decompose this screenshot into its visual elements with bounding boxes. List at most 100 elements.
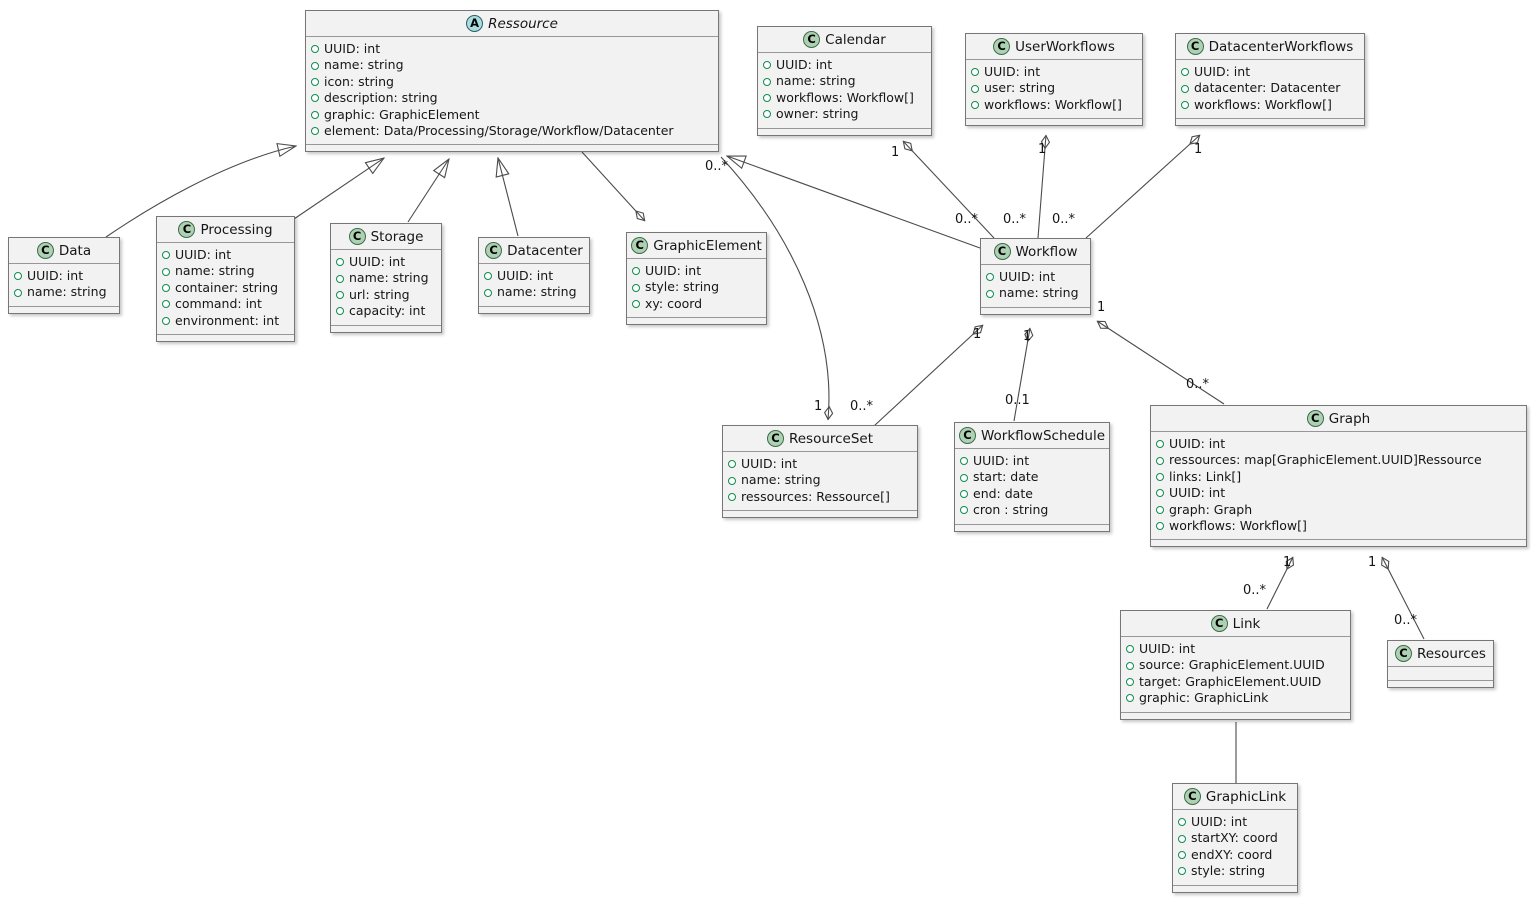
class-attribute: workflows: Workflow[] xyxy=(763,90,924,106)
class-attribute: name: string xyxy=(728,472,910,488)
class-icon: C xyxy=(993,243,1011,260)
class-icon: C xyxy=(485,242,503,259)
class-attribute: container: string xyxy=(162,280,287,296)
class-methods-compartment xyxy=(723,510,917,517)
multiplicity-label: 0..1 xyxy=(1005,393,1030,408)
class-attribute: UUID: int xyxy=(763,57,924,73)
multiplicity-label: 1 xyxy=(1097,300,1106,315)
class-graphiclink: C GraphicLink UUID: int startXY: coord e… xyxy=(1172,783,1298,893)
class-title: C WorkflowSchedule xyxy=(955,423,1109,448)
class-attribute: UUID: int xyxy=(960,453,1102,469)
class-attributes: UUID: int name: string xyxy=(9,263,119,306)
class-name: GraphicElement xyxy=(653,237,762,254)
class-name: Storage xyxy=(370,228,424,245)
field-visibility-icon xyxy=(960,457,968,466)
class-attribute: xy: coord xyxy=(632,296,759,312)
class-attribute: icon: string xyxy=(311,74,711,90)
class-title: C Datacenter xyxy=(479,238,589,263)
field-visibility-icon xyxy=(728,476,736,485)
class-icon: C xyxy=(631,237,649,254)
field-visibility-icon xyxy=(1156,522,1164,531)
class-attribute: graphic: GraphicLink xyxy=(1126,690,1343,706)
field-visibility-icon xyxy=(971,68,979,77)
class-methods-compartment xyxy=(966,118,1142,125)
field-visibility-icon xyxy=(960,506,968,515)
field-visibility-icon xyxy=(1126,661,1134,670)
field-visibility-icon xyxy=(484,272,492,281)
field-visibility-icon xyxy=(1156,489,1164,498)
class-attribute: startXY: coord xyxy=(1178,830,1290,846)
field-visibility-icon xyxy=(162,267,170,276)
multiplicity-label: 0..* xyxy=(1052,212,1076,227)
class-attribute: UUID: int xyxy=(1156,485,1519,501)
class-attribute: style: string xyxy=(632,279,759,295)
class-icon: C xyxy=(958,427,976,444)
class-attributes: UUID: int startXY: coord endXY: coord st… xyxy=(1173,809,1297,885)
class-attributes: UUID: int start: date end: date cron : s… xyxy=(955,448,1109,524)
multiplicity-label: 0..* xyxy=(955,212,979,227)
class-attribute: UUID: int xyxy=(162,247,287,263)
field-visibility-icon xyxy=(632,300,640,309)
class-attribute: description: string xyxy=(311,90,711,106)
class-title: C UserWorkflows xyxy=(966,34,1142,59)
class-name: GraphicLink xyxy=(1205,788,1287,805)
field-visibility-icon xyxy=(162,284,170,293)
class-attributes: UUID: int source: GraphicElement.UUID ta… xyxy=(1121,636,1350,712)
class-storage: C Storage UUID: int name: string url: st… xyxy=(330,223,442,333)
class-attribute: url: string xyxy=(336,287,434,303)
edge-calendar-workflow-aggregation xyxy=(902,140,995,239)
field-visibility-icon xyxy=(14,272,22,281)
class-graph: C Graph UUID: int ressources: map[Graphi… xyxy=(1150,405,1527,548)
field-visibility-icon xyxy=(763,61,771,70)
field-visibility-icon xyxy=(311,45,319,54)
class-attribute: datacenter: Datacenter xyxy=(1181,80,1357,96)
multiplicity-label: 1 xyxy=(1283,555,1292,570)
class-userworkflows: C UserWorkflows UUID: int user: string w… xyxy=(965,33,1143,127)
class-methods-compartment xyxy=(955,523,1109,531)
class-attribute: UUID: int xyxy=(728,456,910,472)
class-methods-compartment xyxy=(331,324,441,332)
class-title: C Resources xyxy=(1388,641,1493,666)
field-visibility-icon xyxy=(1178,851,1186,860)
multiplicity-label: 0..* xyxy=(705,159,729,174)
class-attribute: UUID: int xyxy=(484,268,582,284)
class-attribute: UUID: int xyxy=(336,254,434,270)
class-methods-compartment xyxy=(9,305,119,313)
class-attributes: UUID: int name: string xyxy=(479,263,589,306)
multiplicity-label: 1 xyxy=(891,145,900,160)
class-methods-compartment xyxy=(1388,680,1493,687)
edge-ressource-graphicelement-aggregation xyxy=(581,151,646,222)
class-attributes: UUID: int datacenter: Datacenter workflo… xyxy=(1176,59,1364,118)
multiplicity-label: 0..* xyxy=(1243,583,1267,598)
class-attributes: UUID: int ressources: map[GraphicElement… xyxy=(1151,431,1526,539)
field-visibility-icon xyxy=(1181,68,1189,77)
class-title: C ResourceSet xyxy=(723,426,917,451)
class-attribute: owner: string xyxy=(763,106,924,122)
class-attributes: UUID: int style: string xy: coord xyxy=(627,258,766,317)
class-methods-compartment xyxy=(1173,884,1297,892)
class-attribute: name: string xyxy=(162,263,287,279)
class-processing: C Processing UUID: int name: string cont… xyxy=(156,216,295,343)
class-attribute: graph: Graph xyxy=(1156,502,1519,518)
class-name: Calendar xyxy=(825,31,886,48)
class-title: A Ressource xyxy=(306,11,718,36)
field-visibility-icon xyxy=(1156,440,1164,449)
class-title: C Link xyxy=(1121,611,1350,636)
class-methods-compartment xyxy=(157,334,294,341)
class-attribute: user: string xyxy=(971,80,1135,96)
multiplicity-label: 0..* xyxy=(850,399,874,414)
multiplicity-label: 1 xyxy=(814,399,823,414)
field-visibility-icon xyxy=(1181,101,1189,110)
class-data: C Data UUID: int name: string xyxy=(8,237,120,314)
class-icon: C xyxy=(1186,38,1204,55)
class-title: C GraphicLink xyxy=(1173,784,1297,809)
class-attributes: UUID: int name: string container: string… xyxy=(157,242,294,334)
class-title: C Calendar xyxy=(758,27,931,52)
field-visibility-icon xyxy=(763,110,771,119)
class-icon: C xyxy=(766,430,784,447)
class-attribute: target: GraphicElement.UUID xyxy=(1126,674,1343,690)
field-visibility-icon xyxy=(1126,678,1134,687)
class-attribute: UUID: int xyxy=(971,64,1135,80)
class-icon: C xyxy=(1183,788,1201,805)
class-attributes xyxy=(1388,666,1493,680)
